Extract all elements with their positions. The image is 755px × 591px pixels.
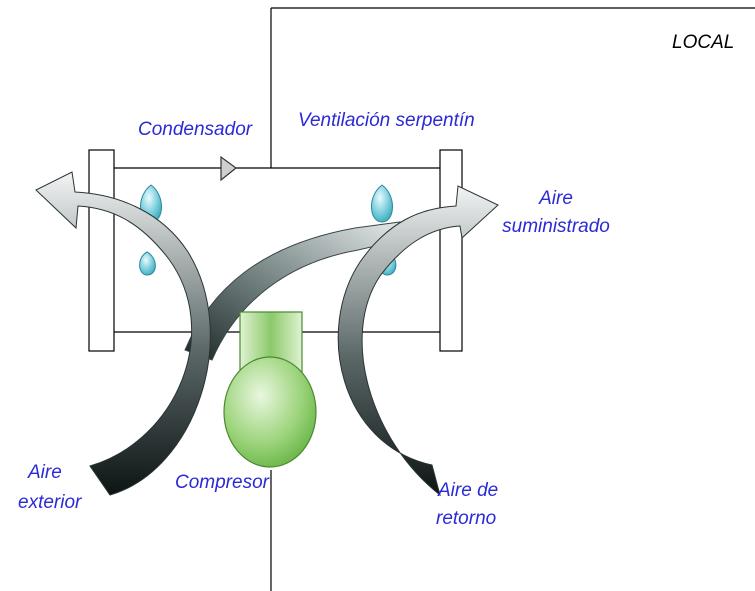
outside-air-arrow <box>35 171 211 496</box>
compresor-label: Compresor <box>175 472 269 493</box>
aire-suministrado-line1: Aire <box>539 188 573 209</box>
aire-suministrado-line2: suministrado <box>502 216 610 237</box>
aire-exterior-line1: Aire <box>28 462 62 483</box>
aire-exterior-line2: exterior <box>18 492 82 513</box>
supply-air-arrow <box>337 185 499 497</box>
compressor-icon <box>223 311 317 468</box>
expansion-valve-icon <box>220 155 237 182</box>
condensador-label: Condensador <box>138 119 253 140</box>
ventilacion-serpentin-label: Ventilación serpentín <box>298 110 475 131</box>
local-label: LOCAL <box>672 32 735 53</box>
aire-retorno-line2: retorno <box>436 508 497 529</box>
condenser-coil-panel <box>88 149 115 352</box>
aire-retorno-line1: Aire de <box>438 480 499 501</box>
evaporator-coil-panel <box>439 149 463 352</box>
local-room-outline <box>270 7 755 591</box>
